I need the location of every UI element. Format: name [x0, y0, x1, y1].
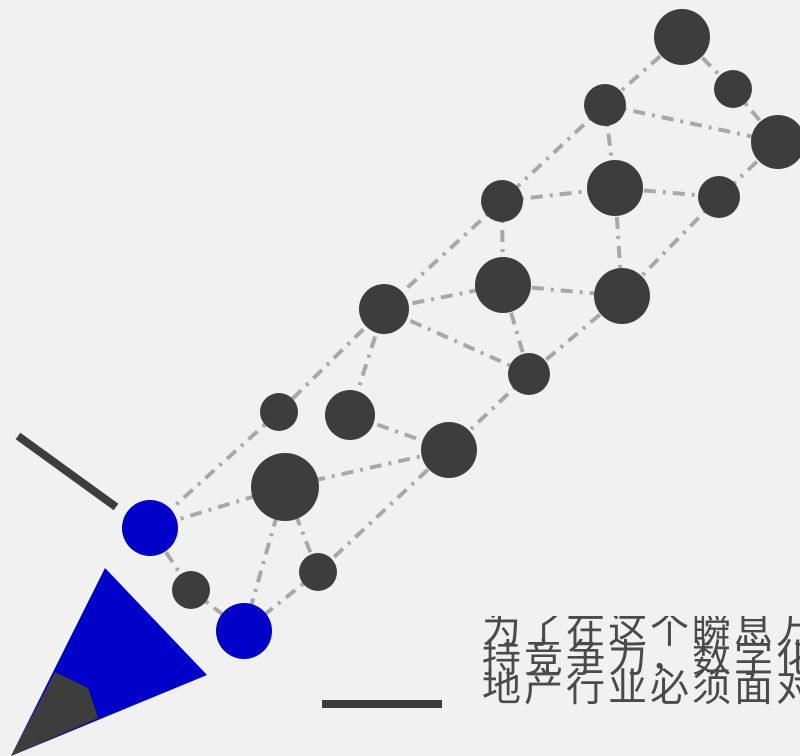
- network-edge: [500, 103, 607, 203]
- caption-text: 为了在这个瞬息万变的时代保 持竞争力，数字化转型对房 地产行业必须面对的课题: [482, 616, 800, 756]
- accent-nodes: [122, 500, 272, 659]
- network-node: [359, 284, 409, 334]
- network-node: [594, 268, 650, 324]
- network-nodes: [172, 9, 800, 609]
- network-node: [587, 160, 643, 216]
- caption-line: 地产行业必须面对的课题: [482, 666, 800, 711]
- network-node: [508, 353, 550, 395]
- network-node: [475, 257, 531, 313]
- network-edges: [148, 35, 780, 633]
- network-edge: [383, 307, 530, 376]
- network-node: [421, 422, 477, 478]
- pencil-eraser-stroke: [15, 432, 119, 511]
- network-edge: [620, 195, 721, 298]
- caption-line: 为了在这个瞬息万变的时代保: [482, 616, 800, 653]
- network-edge: [277, 307, 386, 414]
- pencil-tip: [11, 568, 207, 756]
- caption-line: 持竞争力，数字化转型对房: [482, 637, 800, 682]
- network-node: [584, 84, 626, 126]
- network-node: [751, 115, 800, 169]
- network-node: [299, 553, 337, 591]
- network-edge: [604, 103, 779, 144]
- accent-node: [122, 500, 178, 556]
- network-node: [714, 70, 752, 108]
- network-edge: [382, 199, 504, 311]
- accent-node: [216, 603, 272, 659]
- network-node: [654, 9, 710, 65]
- network-node: [251, 453, 319, 521]
- network-node: [260, 393, 298, 431]
- network-node: [698, 176, 740, 218]
- network-node: [481, 180, 523, 222]
- network-node: [172, 571, 210, 609]
- network-node: [325, 390, 375, 440]
- pencil-lead: [11, 672, 98, 756]
- network-edge: [316, 448, 451, 574]
